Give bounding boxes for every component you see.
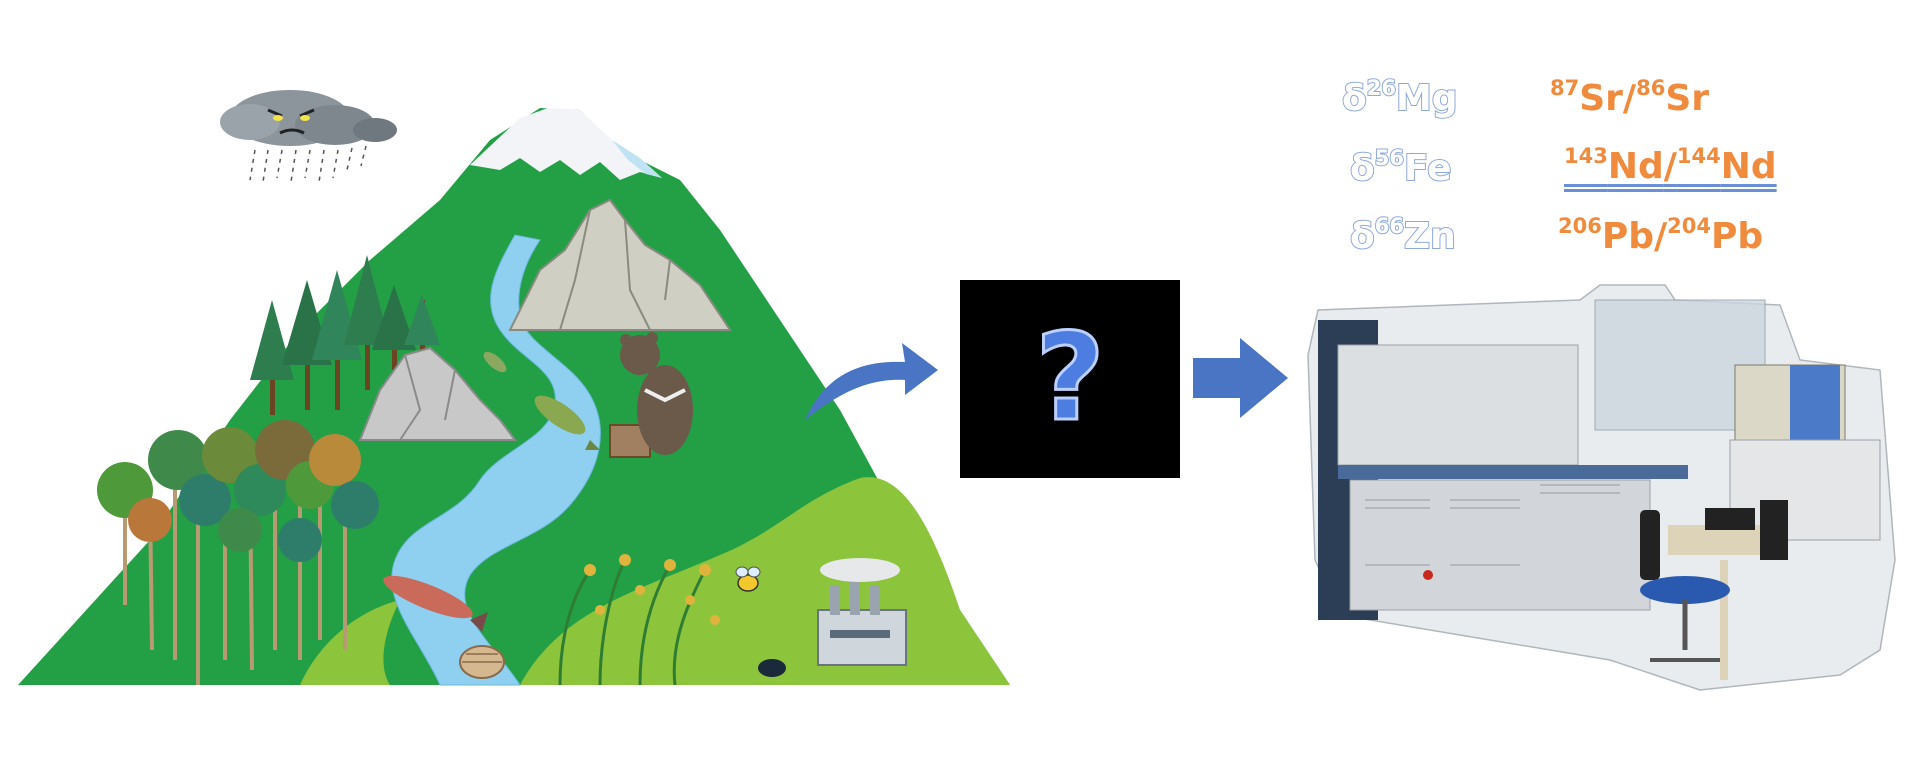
tree-icon (250, 300, 294, 415)
rock-icon (358, 346, 517, 441)
clam-icon (459, 645, 505, 679)
instrument-icon (1307, 284, 1896, 691)
conifer-forest (250, 255, 440, 415)
snow-cap (470, 108, 662, 180)
deciduous-forest (97, 420, 379, 685)
river (391, 234, 601, 686)
isotope-label-mg: δ26Mg (1341, 76, 1459, 119)
mountain-illustration (18, 108, 1010, 686)
question-mark-icon: ? (1034, 309, 1107, 448)
fish-icon (534, 395, 600, 450)
bee-icon (735, 566, 761, 592)
isotope-label-zn: δ66Zn (1349, 214, 1457, 257)
chair-icon (1640, 510, 1730, 662)
beetle-icon (758, 659, 786, 677)
factory-icon (817, 558, 907, 666)
mountain-rock-icon (508, 198, 732, 331)
curved-arrow-icon (805, 343, 938, 420)
tree-icon (344, 255, 390, 390)
isotope-ratio-nd: 143Nd/144Nd (1564, 144, 1777, 187)
right-arrow-icon (1193, 338, 1288, 418)
tree-icon (372, 285, 416, 370)
isotope-label-fe: δ56Fe (1349, 146, 1453, 189)
fish-icon (483, 351, 507, 373)
tree-icon (404, 295, 440, 350)
unknown-process-box: ? (960, 280, 1180, 478)
isotope-ratio-pb: 206Pb/204Pb (1558, 214, 1764, 257)
salmon-icon (383, 575, 488, 632)
bear-icon (609, 332, 693, 458)
computer-icon (1668, 500, 1788, 680)
rice-icon (558, 554, 720, 686)
isotope-ratio-sr: 87Sr/86Sr (1550, 76, 1709, 119)
storm-cloud-icon (220, 90, 397, 183)
